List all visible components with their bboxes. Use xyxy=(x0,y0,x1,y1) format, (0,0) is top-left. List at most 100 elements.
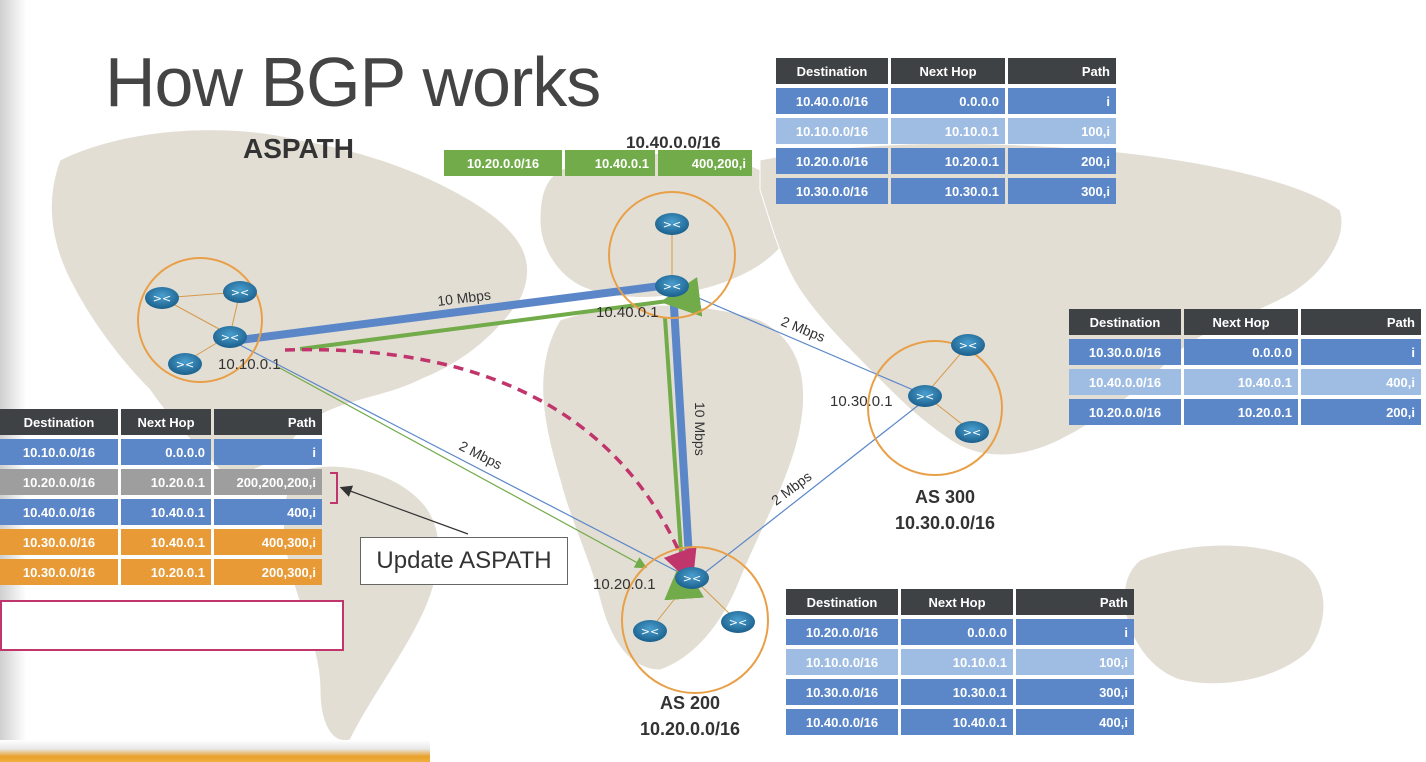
next-hop-cell: 10.30.0.1 xyxy=(901,679,1013,705)
destination-cell: 10.20.0.0/16 xyxy=(1069,399,1181,425)
destination-cell: 10.30.0.0/16 xyxy=(1069,339,1181,365)
header-destination: Destination xyxy=(0,409,118,435)
path-cell: i xyxy=(1301,339,1421,365)
destination-cell: 10.20.0.0/16 xyxy=(0,469,118,495)
svg-text:><: >< xyxy=(959,339,977,352)
link-us-af xyxy=(239,344,691,579)
highlight-bracket xyxy=(330,472,338,504)
svg-text:><: >< xyxy=(663,280,681,293)
path-cell: i xyxy=(1016,619,1134,645)
svg-text:><: >< xyxy=(221,331,239,344)
router-icon: >< xyxy=(951,334,985,356)
next-hop-cell: 0.0.0.0 xyxy=(901,619,1013,645)
as200-label: AS 200 10.20.0.0/16 xyxy=(620,690,760,742)
svg-text:><: >< xyxy=(729,616,747,629)
next-hop-cell: 10.10.0.1 xyxy=(891,118,1005,144)
green-arrow-eu-to-us xyxy=(299,277,703,351)
update-pointer-arrow xyxy=(339,485,469,535)
path-cell: 300,i xyxy=(1008,178,1116,204)
svg-text:><: >< xyxy=(231,286,249,299)
north-america-landmass xyxy=(50,129,529,474)
next-hop-cell: 0.0.0.0 xyxy=(1184,339,1298,365)
destination-cell: 10.30.0.0/16 xyxy=(0,529,118,555)
path-cell: 400,i xyxy=(1016,709,1134,735)
as100-ip-label: 10.10.0.1 xyxy=(218,356,281,373)
bottom-accent-bar xyxy=(0,740,430,762)
next-hop-cell: 10.20.0.1 xyxy=(1184,399,1298,425)
destination-cell: 10.40.0.0/16 xyxy=(1069,369,1181,395)
header-path: Path xyxy=(214,409,322,435)
destination-cell: 10.20.0.0/16 xyxy=(786,619,898,645)
router-icon: >< xyxy=(145,287,179,309)
router-icon: >< xyxy=(168,353,202,375)
next-hop-cell: 10.10.0.1 xyxy=(901,649,1013,675)
path-cell: 400,i xyxy=(214,499,322,525)
header-next-hop: Next Hop xyxy=(891,58,1005,84)
path-cell: 200,i xyxy=(1008,148,1116,174)
next-hop-cell: 0.0.0.0 xyxy=(121,439,211,465)
destination-cell: 10.20.0.0/16 xyxy=(444,150,562,176)
header-next-hop: Next Hop xyxy=(1184,309,1298,335)
as100-circle xyxy=(137,257,263,383)
section-heading: ASPATH xyxy=(243,133,354,164)
next-hop-cell: 10.20.0.1 xyxy=(121,559,211,585)
update-aspath-callout: Update ASPATH xyxy=(360,537,568,585)
header-destination: Destination xyxy=(786,589,898,615)
header-next-hop: Next Hop xyxy=(121,409,211,435)
router-icon: >< xyxy=(955,421,989,443)
table-header: Destination Next Hop Path xyxy=(1069,309,1421,335)
as300-label: AS 300 10.30.0.0/16 xyxy=(875,484,1015,536)
link-label-us-af: 2 Mbps xyxy=(457,437,505,472)
australia-landmass xyxy=(1123,544,1325,685)
router-icon: >< xyxy=(908,385,942,407)
router-icon: >< xyxy=(721,611,755,633)
as200-circle xyxy=(621,546,769,694)
destination-cell: 10.10.0.0/16 xyxy=(776,118,888,144)
next-hop-cell: 0.0.0.0 xyxy=(891,88,1005,114)
as300-name: AS 300 xyxy=(914,487,976,507)
path-cell: 200,i xyxy=(1301,399,1421,425)
path-cell: 100,i xyxy=(1008,118,1116,144)
as200-ip-label: 10.20.0.1 xyxy=(593,576,656,593)
link-label-us-eu: 10 Mbps xyxy=(436,287,491,309)
destination-cell: 10.10.0.0/16 xyxy=(786,649,898,675)
as300-prefix: 10.30.0.0/16 xyxy=(894,513,996,533)
green-arrow-af-to-us xyxy=(277,366,648,569)
destination-cell: 10.40.0.0/16 xyxy=(786,709,898,735)
svg-text:><: >< xyxy=(641,625,659,638)
link-eu-af xyxy=(669,289,694,576)
green-arrow-af-to-eu xyxy=(663,317,705,601)
table-header: Destination Next Hop Path xyxy=(786,589,1134,615)
link-us-eu xyxy=(239,281,669,344)
link-in-af xyxy=(697,399,926,579)
path-cell: 200,200,200,i xyxy=(214,469,322,495)
destination-cell: 10.30.0.0/16 xyxy=(0,559,118,585)
slide-title: How BGP works xyxy=(105,43,601,121)
link-label-eu-af: 10 Mbps xyxy=(692,402,708,456)
dashed-arrow-us-to-af xyxy=(284,347,697,585)
next-hop-cell: 10.40.0.1 xyxy=(121,529,211,555)
router-icon: >< xyxy=(675,567,709,589)
path-cell: i xyxy=(1008,88,1116,114)
destination-cell: 10.40.0.0/16 xyxy=(776,88,888,114)
svg-text:><: >< xyxy=(663,218,681,231)
next-hop-cell: 10.40.0.1 xyxy=(901,709,1013,735)
router-icon: >< xyxy=(633,620,667,642)
next-hop-cell: 10.30.0.1 xyxy=(891,178,1005,204)
destination-cell: 10.30.0.0/16 xyxy=(776,178,888,204)
